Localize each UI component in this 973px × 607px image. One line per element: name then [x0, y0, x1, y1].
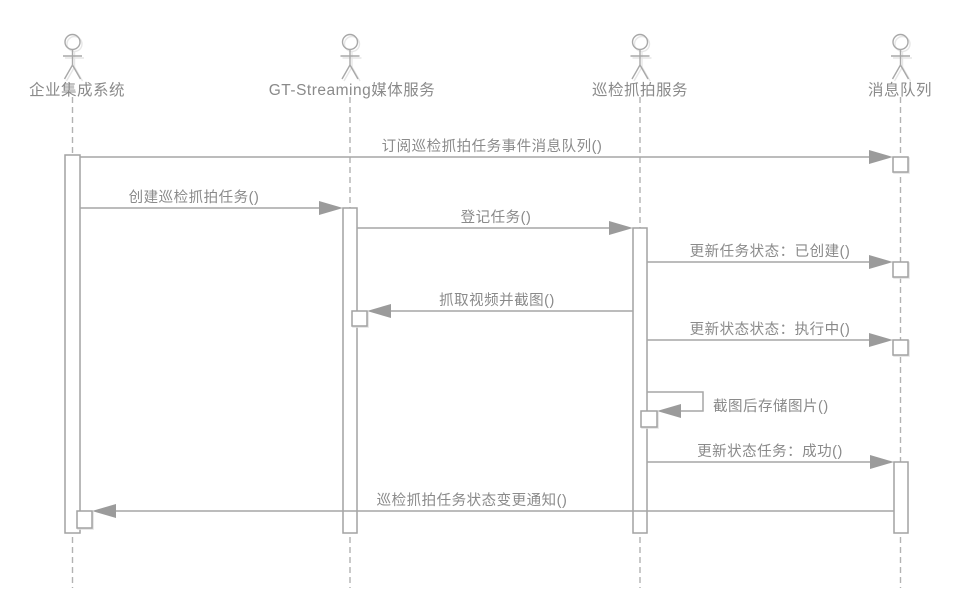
activation-bar-inspection-capture-service — [632, 227, 648, 534]
stick-figure-icon — [890, 33, 911, 80]
self-message-line — [647, 391, 704, 412]
activation-bar-message-queue — [893, 461, 909, 534]
activation-square-message-queue-3 — [892, 339, 909, 356]
activation-square-message-queue-2 — [892, 261, 909, 278]
arrowhead-right-icon — [319, 201, 343, 215]
stick-figure-icon — [339, 33, 361, 80]
message-label: 登记任务() — [461, 209, 532, 226]
message-label: 更新任务状态：已创建() — [690, 243, 851, 260]
activation-square-gt-streaming — [351, 310, 368, 327]
message-capture-video-screenshot: 抓取视频并截图() — [367, 292, 633, 318]
actor-enterprise-integration-system: 企业集成系统 — [29, 33, 125, 99]
message-label: 截图后存储图片() — [713, 398, 829, 415]
message-store-image-self: 截图后存储图片() — [647, 391, 829, 418]
message-label: 更新状态状态：执行中() — [690, 321, 851, 338]
arrowhead-right-icon — [870, 455, 894, 469]
arrowhead-left-icon — [367, 304, 391, 318]
actor-message-queue: 消息队列 — [868, 33, 932, 99]
message-label: 创建巡检抓拍任务() — [129, 189, 260, 206]
message-label: 巡检抓拍任务状态变更通知() — [377, 492, 568, 509]
stick-figure-icon — [629, 33, 651, 80]
message-status-change-notification: 巡检抓拍任务状态变更通知() — [92, 492, 894, 518]
activation-bar-gt-streaming-media-service — [342, 207, 358, 534]
message-subscribe-task-event-queue: 订阅巡检抓拍任务事件消息队列() — [80, 138, 893, 164]
activation-square-enterprise-system — [76, 510, 93, 529]
message-update-status-success: 更新状态任务：成功() — [647, 443, 894, 469]
actor-gt-streaming-media-service: GT-Streaming媒体服务 — [269, 33, 435, 99]
actor-label: GT-Streaming媒体服务 — [269, 81, 435, 99]
arrowhead-right-icon — [609, 221, 633, 235]
actor-label: 企业集成系统 — [29, 81, 125, 99]
message-update-status-running: 更新状态状态：执行中() — [647, 321, 893, 347]
message-register-task: 登记任务() — [357, 209, 633, 235]
stick-figure-icon — [62, 33, 83, 80]
activation-bar-enterprise-integration-system — [64, 154, 81, 534]
message-create-capture-task: 创建巡检抓拍任务() — [80, 189, 343, 215]
arrowhead-right-icon — [869, 255, 893, 269]
arrowhead-right-icon — [869, 150, 893, 164]
message-label: 订阅巡检抓拍任务事件消息队列() — [382, 138, 603, 155]
message-label: 更新状态任务：成功() — [697, 443, 843, 460]
arrowhead-left-icon — [657, 404, 681, 418]
arrowhead-right-icon — [869, 333, 893, 347]
activation-square-inspection-service — [640, 410, 658, 428]
actor-label: 消息队列 — [868, 81, 932, 99]
actor-inspection-capture-service: 巡检抓拍服务 — [592, 33, 688, 99]
message-update-status-created: 更新任务状态：已创建() — [647, 243, 893, 269]
activation-square-message-queue-1 — [892, 156, 909, 173]
message-label: 抓取视频并截图() — [439, 292, 555, 309]
arrowhead-left-icon — [92, 504, 116, 518]
actor-label: 巡检抓拍服务 — [592, 81, 688, 99]
